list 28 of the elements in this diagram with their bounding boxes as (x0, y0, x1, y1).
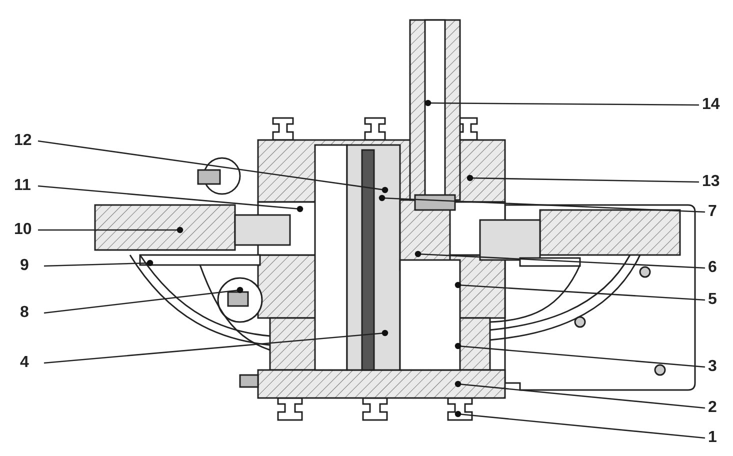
callout-number: 9 (20, 257, 29, 275)
callout-number: 6 (708, 259, 717, 277)
leader-line (454, 282, 706, 301)
leader-line (378, 194, 706, 213)
leader-line (44, 330, 388, 364)
callout-number: 14 (702, 96, 720, 114)
callout-number: 4 (20, 354, 29, 372)
callout-number: 11 (14, 177, 31, 195)
leader-line (44, 286, 244, 314)
callout-number: 3 (708, 358, 717, 376)
callout-number: 12 (14, 132, 32, 150)
leader-line (466, 174, 700, 183)
callout-number: 13 (702, 173, 720, 191)
callout-number: 2 (708, 399, 717, 417)
leader-line (38, 185, 304, 212)
leader-line (454, 410, 706, 439)
leader-line (454, 380, 706, 409)
leader-line (38, 140, 388, 194)
callout-number: 1 (708, 429, 717, 447)
leader-line (424, 100, 699, 106)
leader-line (38, 226, 184, 234)
callout-number: 7 (708, 203, 717, 221)
callout-number: 10 (14, 221, 32, 239)
callout-number: 5 (708, 291, 717, 309)
leader-line (44, 260, 154, 267)
callout-number: 8 (20, 304, 29, 322)
leader-line (454, 342, 706, 368)
leader-line (414, 250, 706, 269)
